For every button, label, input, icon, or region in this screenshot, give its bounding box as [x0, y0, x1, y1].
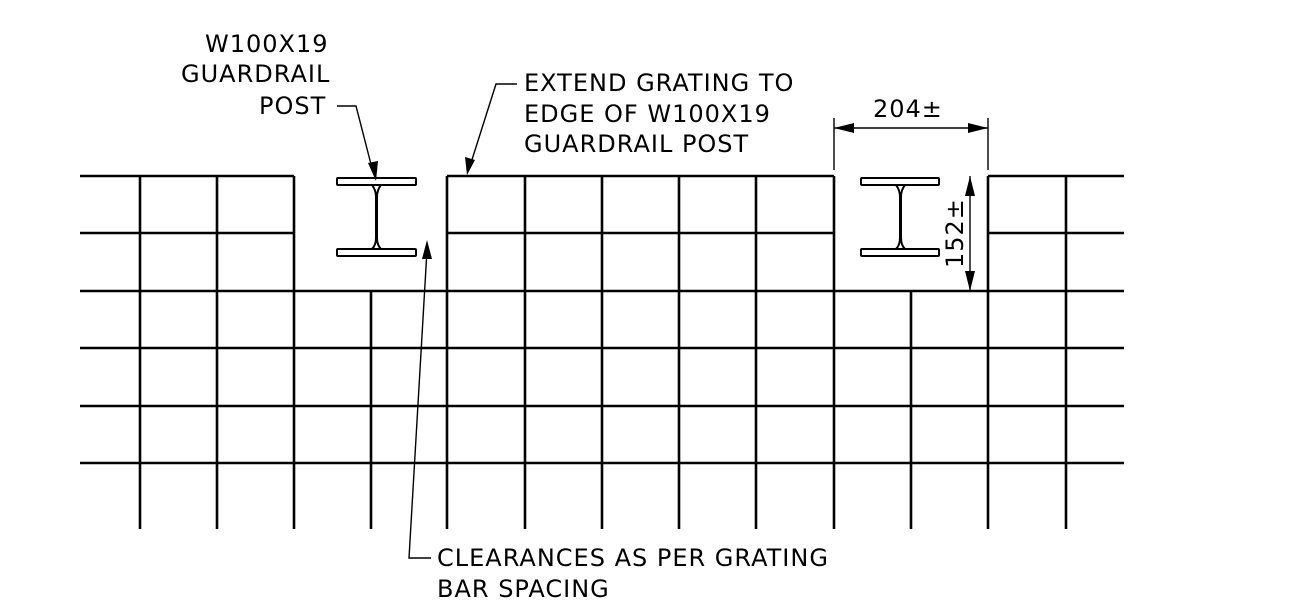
clearance-note-line-1: CLEARANCES AS PER GRATING: [437, 544, 829, 572]
width-arrow-left: [834, 123, 854, 133]
width-dimension: 204±: [833, 95, 989, 170]
height-arrow-bottom: [965, 271, 975, 291]
post-callout-line-2: GUARDRAIL: [181, 60, 330, 88]
width-dimension-label: 204±: [873, 95, 943, 123]
height-dimension-label: 152±: [941, 198, 969, 268]
clearance-note-line-2: BAR SPACING: [437, 575, 610, 603]
height-arrow-top: [965, 176, 975, 196]
guardrail-post-right: [860, 177, 940, 257]
post-callout-leader: [337, 105, 374, 173]
extend-note-arrowhead: [465, 157, 475, 175]
post-callout-line-3: POST: [259, 92, 326, 120]
guardrail-post-left: [336, 177, 417, 257]
extend-note-line-1: EXTEND GRATING TO: [524, 69, 794, 97]
grating-grid: [80, 174, 1124, 529]
post-callout: W100X19 GUARDRAIL POST: [181, 30, 378, 181]
post-callout-arrowhead: [368, 161, 378, 181]
extend-note-line-2: EDGE OF W100X19: [524, 100, 771, 128]
clearance-note-arrowhead: [422, 240, 432, 259]
height-dimension: 152±: [941, 176, 975, 291]
width-arrow-right: [968, 123, 988, 133]
extend-note-line-3: GUARDRAIL POST: [524, 130, 749, 158]
extend-grating-note: EXTEND GRATING TO EDGE OF W100X19 GUARDR…: [465, 69, 794, 175]
extend-note-leader: [469, 83, 517, 167]
post-callout-line-1: W100X19: [205, 30, 329, 58]
clearance-note: CLEARANCES AS PER GRATING BAR SPACING: [408, 240, 829, 603]
clearance-note-leader: [408, 249, 431, 559]
